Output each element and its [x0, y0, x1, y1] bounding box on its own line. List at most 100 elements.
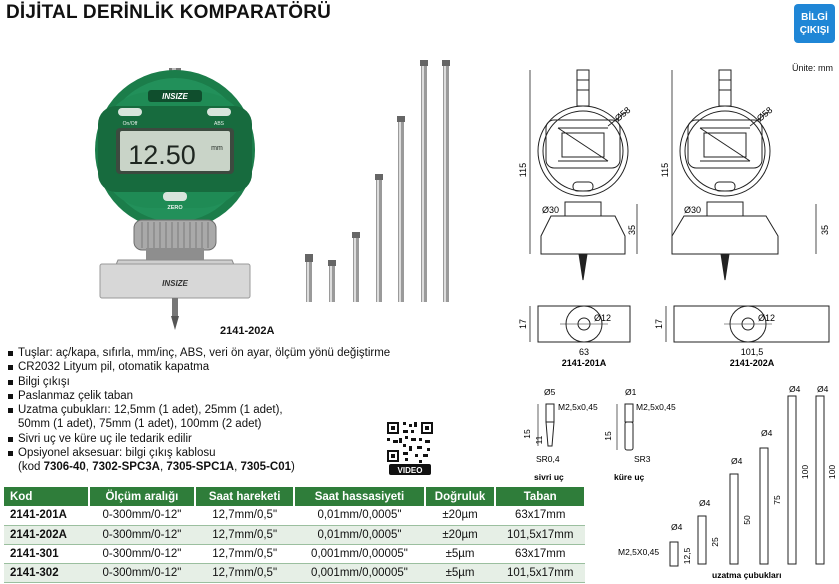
zero-button — [163, 192, 187, 201]
ball-tip-thread: M2,5x0,45 — [636, 402, 676, 412]
table-cell: 0,01mm/0,0005" — [294, 525, 425, 545]
rod-100-b — [420, 60, 428, 302]
table-cell: 63x17mm — [495, 544, 585, 564]
rod-diameter-3: Ø4 — [731, 456, 743, 466]
table-cell: 2141-202A — [4, 525, 89, 545]
zero-label: ZERO — [167, 205, 183, 211]
extension-rods-illustration — [305, 60, 450, 302]
page-title: DİJİTAL DERİNLİK KOMPARATÖRÜ — [6, 2, 332, 23]
rod-length-4: 75 — [772, 495, 782, 505]
abs-button — [207, 108, 231, 116]
rod-diameter-5: Ø4 — [789, 384, 801, 394]
ball-tip-sr: SR3 — [634, 454, 651, 464]
sharp-tip-sr: SR0,4 — [536, 454, 560, 464]
table-cell: 2141-201A — [4, 506, 89, 526]
rod-diameter-2: Ø4 — [699, 498, 711, 508]
dim-30-right: Ø30 — [684, 205, 701, 215]
dim-58-left: Ø58 — [613, 105, 632, 124]
dim-35-left: 35 — [627, 225, 637, 235]
table-cell: 101,5x17mm — [495, 525, 585, 545]
cable-code: 7306-40 — [43, 461, 86, 474]
rod-length-2: 25 — [710, 537, 720, 547]
rod-thread-label: M2,5X0,45 — [618, 547, 659, 557]
col-header: Doğruluk — [424, 487, 497, 506]
dim-17-left: 17 — [518, 319, 528, 329]
feature-item: Paslanmaz çelik taban — [8, 389, 390, 403]
table-row: 2141-302 0-300mm/0-12" 12,7mm/0,5" 0,001… — [4, 563, 585, 583]
rod-length-6: 100 — [827, 465, 837, 479]
lcd-value: 12.50 — [128, 140, 196, 170]
lcd-screen — [120, 131, 230, 171]
col-header: Ölçüm aralığı — [88, 487, 197, 506]
table-cell: 0-300mm/0-12" — [88, 544, 196, 564]
table-cell: 0-300mm/0-12" — [88, 525, 196, 545]
badge-line-2: ÇIKIŞI — [799, 25, 830, 36]
table-cell: 2141-301 — [4, 544, 89, 564]
col-header: Taban — [495, 487, 586, 506]
rod-75 — [375, 174, 383, 302]
feature-item: Sivri uç ve küre uç ile tedarik edilir — [8, 432, 390, 446]
cable-code: 7305-SPC1A — [166, 461, 235, 474]
sharp-tip-thread: M2,5x0,45 — [558, 402, 598, 412]
table-cell: 0-300mm/0-12" — [88, 563, 196, 583]
gauge-brand-text: INSIZE — [162, 92, 188, 101]
rod-diameter-4: Ø4 — [761, 428, 773, 438]
feature-item: CR2032 Lityum pil, otomatik kapatma — [8, 360, 390, 374]
dim-115-left: 115 — [518, 163, 528, 177]
table-cell: ±5µm — [424, 563, 496, 583]
unit-label: Ünite: mm — [792, 63, 834, 73]
cable-sep: , — [234, 461, 241, 474]
cable-codes-line: (kod 7306-40, 7302-SPC3A, 7305-SPC1A, 73… — [8, 460, 390, 474]
table-cell: 0-300mm/0-12" — [88, 506, 196, 526]
video-qr-code[interactable]: VIDEO — [385, 420, 435, 476]
table-cell: 12,7mm/0,5" — [195, 563, 295, 583]
feature-item-continuation: 50mm (1 adet), 75mm (1 adet), 100mm (2 a… — [18, 418, 262, 431]
feature-list: Tuşlar: aç/kapa, sıfırla, mm/inç, ABS, v… — [8, 346, 390, 475]
col-header: Saat hassasiyeti — [294, 487, 426, 506]
ball-tip-label: küre uç — [614, 472, 645, 482]
badge-line-1: BİLGİ — [801, 12, 828, 23]
cable-code: 7305-C01 — [240, 461, 292, 474]
cable-sep: , — [85, 461, 93, 474]
ball-tip-len15: 15 — [603, 431, 613, 441]
dim-17-right: 17 — [654, 319, 664, 329]
table-cell: 101,5x17mm — [495, 563, 585, 583]
gauge-illustration: INSIZE On/Off ABS 12.50 mm ZERO INSIZE — [95, 68, 255, 330]
dim-30-left: Ø30 — [542, 205, 559, 215]
table-cell: 63x17mm — [495, 506, 585, 526]
rod-100-a — [397, 116, 405, 302]
on-off-button — [118, 108, 142, 116]
drawing-model-a: 2141-201A — [562, 358, 607, 368]
table-cell: ±5µm — [424, 544, 496, 564]
tips-drawings: Ø5 M2,5x0,45 15 11 SR0,4 sivri uç Ø1 M2,… — [522, 387, 676, 482]
technical-drawings: 115 115 Ø58 Ø58 Ø30 Ø30 35 35 17 17 Ø12 … — [518, 69, 830, 368]
width-63: 63 — [579, 347, 589, 357]
base-brand-text: INSIZE — [162, 279, 188, 288]
feature-item: Uzatma çubukları: 12,5mm (1 adet), 25mm … — [8, 403, 390, 417]
product-model-label: 2141-202A — [220, 325, 275, 337]
rods-caption: uzatma çubukları — [712, 570, 781, 580]
sharp-tip-len15: 15 — [522, 429, 532, 439]
table-cell: 12,7mm/0,5" — [195, 506, 295, 526]
table-header-row: Kod Ölçüm aralığı Saat hareketi Saat has… — [4, 487, 586, 506]
rod-length-5: 100 — [800, 465, 810, 479]
sharp-tip-len11: 11 — [534, 435, 544, 444]
width-101-5: 101,5 — [741, 347, 764, 357]
table-row: 2141-202A 0-300mm/0-12" 12,7mm/0,5" 0,01… — [4, 525, 585, 545]
qr-video-label: VIDEO — [398, 466, 423, 475]
feature-item: Opsiyonel aksesuar: bilgi çıkış kablosu — [8, 446, 390, 460]
cable-sep: , — [159, 461, 167, 474]
drawing-model-b: 2141-202A — [730, 358, 775, 368]
on-off-label: On/Off — [123, 121, 138, 127]
cable-prefix: (kod — [18, 461, 44, 474]
table-cell: ±20µm — [424, 525, 496, 545]
dim-12-right: Ø12 — [758, 313, 775, 323]
table-cell: 0,001mm/0,00005" — [294, 544, 425, 564]
rod-25 — [328, 260, 336, 302]
dim-58-right: Ø58 — [755, 105, 774, 124]
rod-diameter-1: Ø4 — [671, 522, 683, 532]
dim-115-right: 115 — [660, 163, 670, 177]
table-cell: 0,001mm/0,00005" — [294, 563, 425, 583]
col-header: Saat hareketi — [195, 487, 296, 506]
col-header: Kod — [4, 487, 90, 506]
